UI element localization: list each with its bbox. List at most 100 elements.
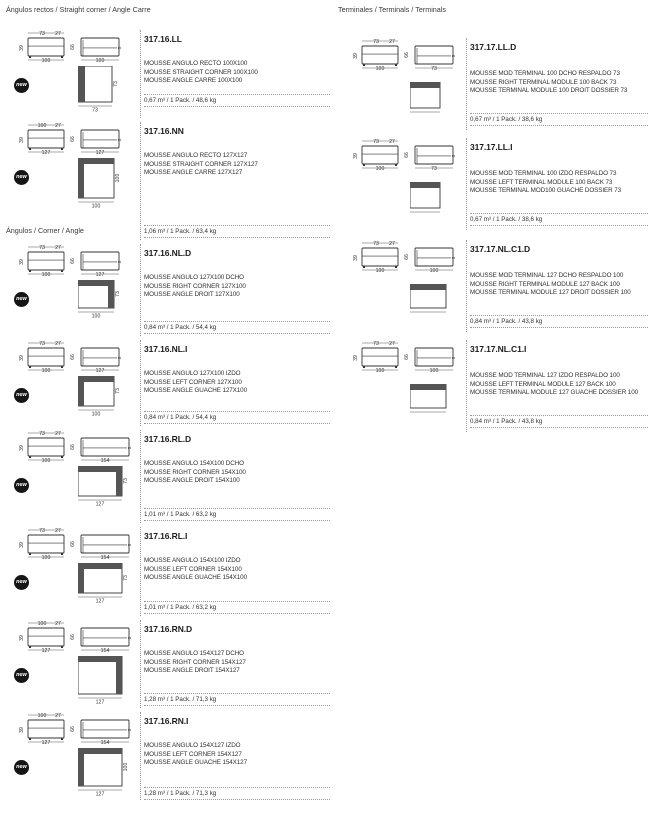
entry-divider <box>140 620 141 708</box>
description-line: MOUSSE ANGLE CARRE 127X127 <box>144 169 243 176</box>
dim-width-label: 100 <box>376 268 385 274</box>
plan-side-label: 73 <box>115 291 121 297</box>
dim-width-label: 100 <box>42 555 51 561</box>
plan-bottom-label: 127 <box>96 792 105 798</box>
product-description: MOUSSE MOD TERMINAL 127 IZDO RESPALDO 10… <box>470 372 638 398</box>
dim-small-label: 5 <box>451 356 456 359</box>
meta-separator <box>470 315 648 316</box>
product-code: 317.16.NL.I <box>144 344 188 354</box>
dim-top2-label: 27 <box>389 341 395 347</box>
pack-info: 0,84 m³ / 1 Pack. / 54,4 kg <box>144 414 217 421</box>
description-line: MOUSSE RIGHT CORNER 154X127 <box>144 658 246 666</box>
meta-separator <box>470 213 648 214</box>
description-line: MOUSSE TERMINAL MODULE 127 GUACHE DOSSIE… <box>470 389 639 396</box>
pack-info: 0,84 m³ / 1 Pack. / 43,8 kg <box>470 418 543 425</box>
meta-separator <box>144 94 330 95</box>
pack-info: 1,28 m³ / 1 Pack. / 71,3 kg <box>144 696 217 703</box>
plan-bottom-label: 100 <box>92 204 101 210</box>
dim-top2-label: 27 <box>55 31 61 37</box>
new-badge: new <box>14 760 29 775</box>
description-line: MOUSSE LEFT TERMINAL MODULE 100 BACK 73 <box>470 178 613 186</box>
dim-side-label: 66 <box>404 354 410 360</box>
plan-diagram <box>409 81 441 113</box>
dim-top-label: 73 <box>373 139 379 145</box>
plan-diagram <box>409 383 447 413</box>
dim-side-label: 66 <box>70 726 76 732</box>
pack-info: 0,84 m³ / 1 Pack. / 54,4 kg <box>144 324 217 331</box>
product-code: 317.17.NL.C1.D <box>470 244 531 254</box>
new-badge: new <box>14 292 29 307</box>
description-line: MOUSSE RIGHT TERMINAL MODULE 127 BACK 10… <box>470 280 620 288</box>
dim-side-label: 66 <box>404 152 410 158</box>
plan-bottom-label: 73 <box>92 108 98 114</box>
entry-divider <box>466 340 467 432</box>
entry-bottom-rule <box>144 423 330 424</box>
entry-divider <box>466 240 467 332</box>
dim-top2-label: 27 <box>55 621 61 627</box>
meta-separator <box>144 225 330 226</box>
new-badge: new <box>14 170 29 185</box>
dim-top2-label: 27 <box>389 241 395 247</box>
description-line: MOUSSE ANGLE GUACHE 154X100 <box>144 574 247 581</box>
dim-top-label: 100 <box>38 621 47 627</box>
dim-top2-label: 27 <box>55 245 61 251</box>
pack-info: 1,28 m³ / 1 Pack. / 71,3 kg <box>144 790 217 797</box>
dim-depth-label: 39 <box>19 259 25 265</box>
entry-bottom-rule <box>144 705 330 706</box>
dim-side-label: 66 <box>70 634 76 640</box>
plan-diagram <box>409 283 447 313</box>
product-code: 317.16.LL <box>144 34 182 44</box>
dim-width2-label: 127 <box>96 272 105 278</box>
dim-width-label: 100 <box>42 458 51 464</box>
entry-divider <box>466 138 467 230</box>
plan-area <box>409 283 470 349</box>
product-code: 317.17.LL.D <box>470 42 517 52</box>
dim-depth-label: 39 <box>19 542 25 548</box>
dim-width-label: 100 <box>376 166 385 172</box>
entry-bottom-rule <box>470 125 648 126</box>
dim-top2-label: 27 <box>55 528 61 534</box>
plan-area: 100 73 <box>77 375 138 441</box>
dim-top2-label: 27 <box>55 123 61 129</box>
dim-top2-label: 27 <box>55 431 61 437</box>
product-code: 317.17.LL.I <box>470 142 513 152</box>
dim-side-label: 66 <box>404 52 410 58</box>
pack-info: 0,67 m³ / 1 Pack. / 38,6 kg <box>470 216 543 223</box>
section-title-terminals: Terminales / Terminals / Terminals <box>338 5 446 14</box>
plan-bottom-label: 100 <box>92 412 101 418</box>
plan-side-label: 100 <box>123 763 129 772</box>
dim-depth-label: 39 <box>19 45 25 51</box>
description-line: MOUSSE ANGLE CARRE 100X100 <box>144 77 243 84</box>
dim-top-label: 73 <box>39 341 45 347</box>
plan-side-label: 73 <box>115 388 121 394</box>
dim-depth-label: 39 <box>19 445 25 451</box>
dim-width2-label: 100 <box>430 368 439 374</box>
meta-separator <box>470 415 648 416</box>
